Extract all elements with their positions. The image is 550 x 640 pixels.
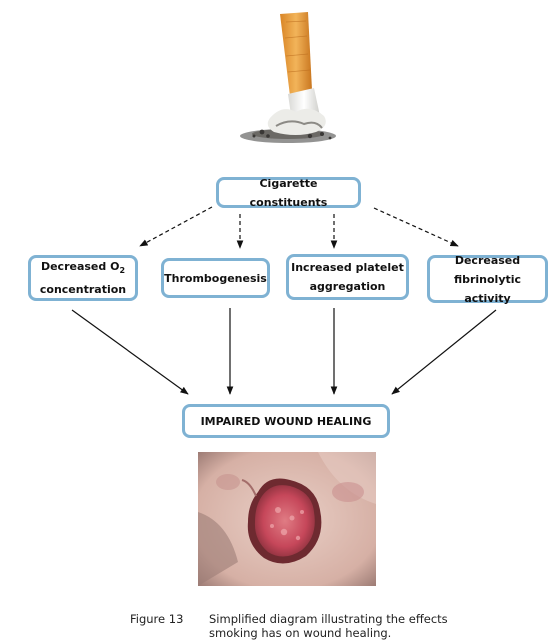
cigarette-constituents-box: Cigarette constituents xyxy=(216,177,361,209)
caption-line-1: Simplified diagram illustrating the effe… xyxy=(209,612,448,626)
cigarette-butt-image xyxy=(240,12,336,143)
figure-label: Figure 13 xyxy=(130,612,184,626)
platelet-aggregation-box: Increased platelet aggregation xyxy=(286,254,409,300)
decreased-o2-line1: Decreased O2 xyxy=(40,259,126,276)
dashed-arrow-fibrinolytic xyxy=(373,207,459,247)
platelet-aggregation-line1: Increased platelet xyxy=(291,261,404,274)
dashed-arrow-o2 xyxy=(139,206,213,247)
arrow-fibrinolytic-to-outcome xyxy=(391,309,497,395)
impaired-wound-healing-label: IMPAIRED WOUND HEALING xyxy=(200,414,372,428)
platelet-aggregation-line2: aggregation xyxy=(309,280,386,293)
decreased-o2-line2: concentration xyxy=(39,283,127,297)
arrow-o2-to-outcome xyxy=(71,309,189,395)
fibrinolytic-activity-box: Decreased fibrinolytic activity xyxy=(427,254,548,305)
thrombogenesis-box: Thrombogenesis xyxy=(161,258,270,298)
decreased-o2-box: Decreased O2 concentration xyxy=(28,255,138,301)
wound-photo-image xyxy=(198,452,376,586)
impaired-wound-healing-box: IMPAIRED WOUND HEALING xyxy=(182,404,390,438)
thrombogenesis-label: Thrombogenesis xyxy=(164,271,267,285)
fibrinolytic-activity-line2: fibrinolytic activity xyxy=(453,272,522,305)
fibrinolytic-activity-line1: Decreased xyxy=(454,253,521,267)
caption-line-2: smoking has on wound healing. xyxy=(209,626,392,640)
cigarette-constituents-label: Cigarette constituents xyxy=(249,176,328,209)
o2-subscript: 2 xyxy=(119,266,126,276)
